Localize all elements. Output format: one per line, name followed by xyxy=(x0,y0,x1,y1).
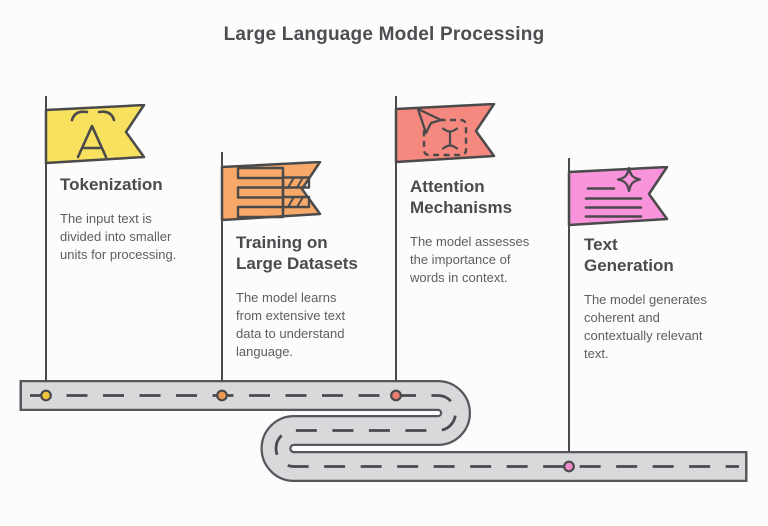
flag-banner xyxy=(394,103,496,164)
step-title: Tokenization xyxy=(60,175,163,194)
flag-attention xyxy=(394,103,496,164)
page-title: Large Language Model Processing xyxy=(223,24,545,45)
flag-generation xyxy=(567,166,669,227)
step-title: Attention Mechanisms xyxy=(410,177,513,217)
road-marker-dot-generation xyxy=(563,460,575,473)
road-surface xyxy=(22,382,745,480)
step-description: The input text is divided into smaller u… xyxy=(60,211,177,262)
flag-banner xyxy=(567,166,669,227)
step-attention-text: Attention Mechanisms The model assesses … xyxy=(410,176,546,287)
step-title: Text Generation xyxy=(584,235,674,275)
sparkle-text-icon xyxy=(584,166,643,218)
step-description: The model learns from extensive text dat… xyxy=(236,290,346,359)
step-description: The model generates coherent and context… xyxy=(584,292,707,361)
token-merge-icon xyxy=(236,166,311,219)
flag-tokenization xyxy=(44,104,146,165)
road-marker-dot-tokenization xyxy=(40,389,52,402)
letter-a-language-icon xyxy=(70,110,116,159)
step-generation-text: Text Generation The model generates cohe… xyxy=(584,234,716,363)
step-tokenization-text: Tokenization The input text is divided i… xyxy=(60,174,184,264)
flag-banner xyxy=(220,161,322,222)
road-marker-dot-attention xyxy=(390,389,402,402)
cursor-select-icon xyxy=(416,107,468,157)
step-title: Training on Large Datasets xyxy=(236,233,358,273)
step-training-text: Training on Large Datasets The model lea… xyxy=(236,232,362,361)
step-description: The model assesses the importance of wor… xyxy=(410,234,530,285)
flag-training xyxy=(220,161,322,222)
road-marker-dot-training xyxy=(216,389,228,402)
